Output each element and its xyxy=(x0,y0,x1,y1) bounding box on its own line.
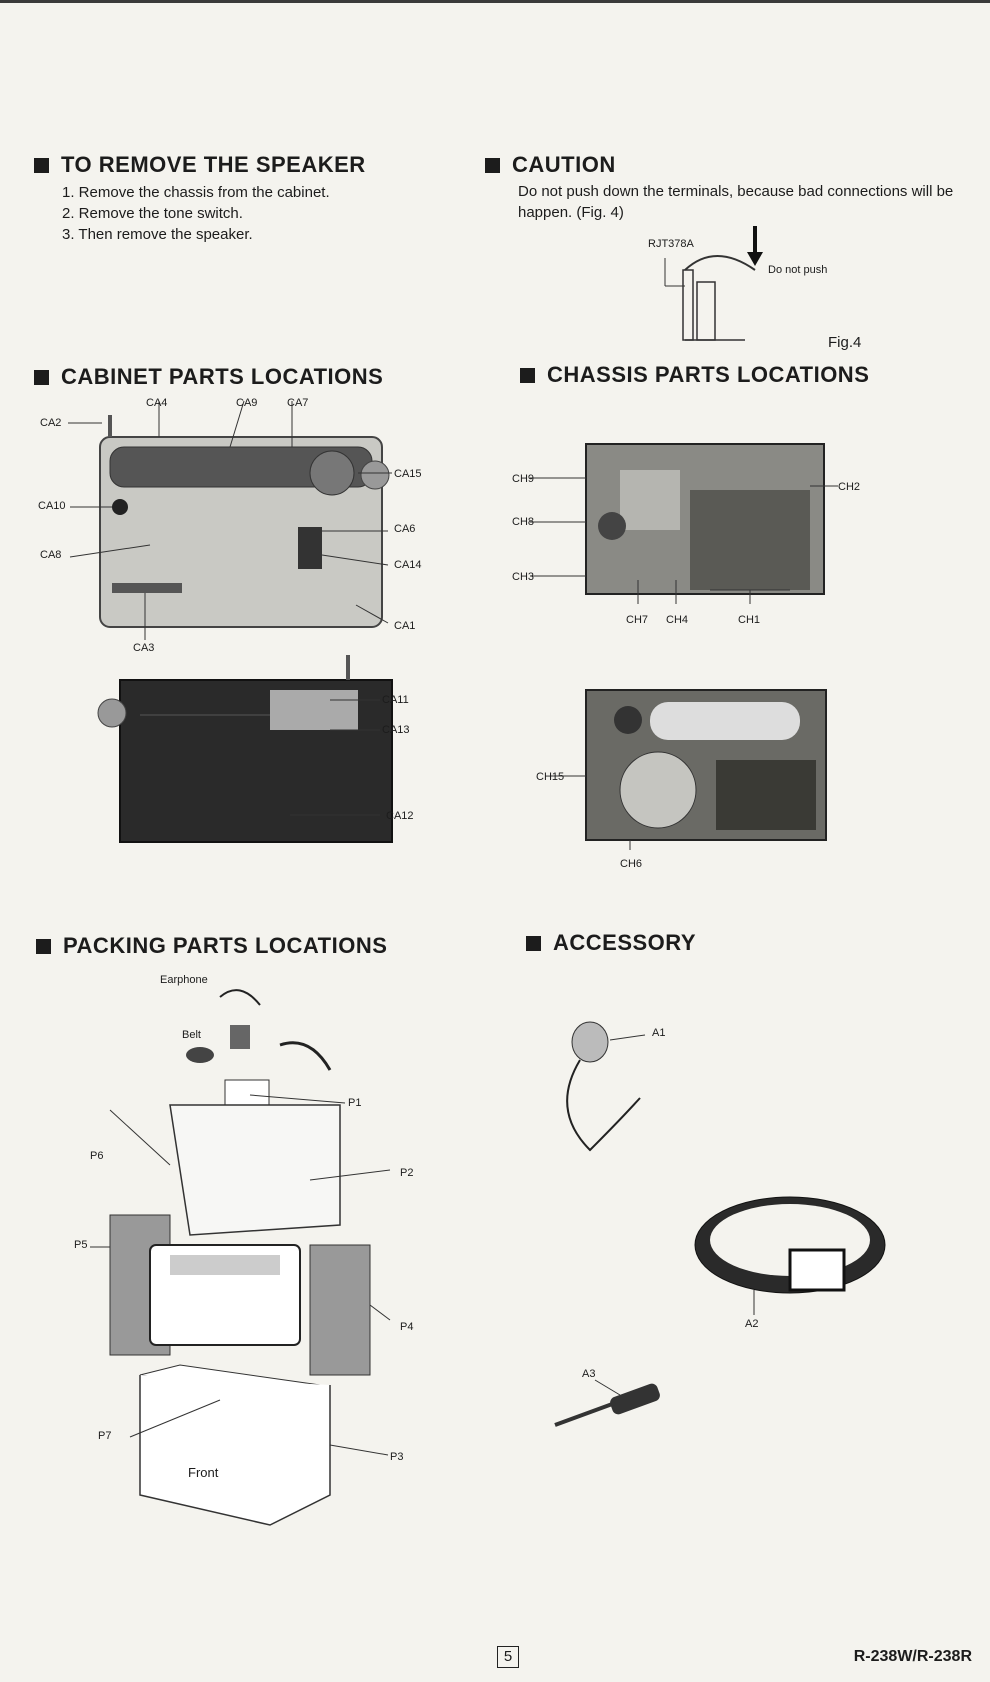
packing-diagram xyxy=(90,989,391,1526)
label-ch2: CH2 xyxy=(838,481,861,493)
cabinet-heading: CABINET PARTS LOCATIONS xyxy=(34,364,383,390)
speaker-steps: 1. Remove the chassis from the cabinet. … xyxy=(38,182,330,245)
label-earphone: Earphone xyxy=(160,974,208,986)
label-p5: P5 xyxy=(74,1239,88,1251)
accessory-heading-text: ACCESSORY xyxy=(553,930,697,955)
label-ca8: CA8 xyxy=(40,549,62,561)
label-ch7: CH7 xyxy=(626,614,649,626)
label-ca13: CA13 xyxy=(382,724,410,736)
label-ca3: CA3 xyxy=(133,642,155,654)
label-ch4: CH4 xyxy=(666,614,689,626)
packing-heading: PACKING PARTS LOCATIONS xyxy=(36,933,387,959)
cabinet-diagram xyxy=(68,400,393,843)
page-top-rule xyxy=(0,0,990,3)
label-ch9: CH9 xyxy=(512,473,535,485)
packing-heading-text: PACKING PARTS LOCATIONS xyxy=(63,933,388,958)
label-a1: A1 xyxy=(652,1027,666,1039)
label-p4: P4 xyxy=(400,1321,414,1333)
chassis-diagram xyxy=(530,443,838,850)
heading-bullet xyxy=(36,938,51,954)
label-p7: P7 xyxy=(98,1430,112,1442)
model-number: R-238W/R-238R xyxy=(853,1648,972,1665)
label-ch8: CH8 xyxy=(512,516,535,528)
heading-bullet xyxy=(526,935,541,951)
heading-bullet xyxy=(485,157,500,173)
label-ca12: CA12 xyxy=(386,810,414,822)
label-ch1: CH1 xyxy=(738,614,761,626)
caution-heading: CAUTION xyxy=(485,152,616,178)
heading-bullet xyxy=(34,369,49,385)
accessory-diagram xyxy=(554,1021,886,1427)
speaker-heading: TO REMOVE THE SPEAKER xyxy=(34,152,366,178)
caution-note-label: Do not push xyxy=(768,264,828,276)
fig4-terminal-diagram xyxy=(664,226,763,341)
label-ch6: CH6 xyxy=(620,858,643,870)
heading-bullet xyxy=(34,157,49,173)
label-a2: A2 xyxy=(745,1318,759,1330)
speaker-heading-text: TO REMOVE THE SPEAKER xyxy=(61,152,366,177)
label-ca4: CA4 xyxy=(146,397,168,409)
chassis-heading: CHASSIS PARTS LOCATIONS xyxy=(520,362,869,388)
speaker-step: 2. Remove the tone switch. xyxy=(62,205,243,222)
label-ca10: CA10 xyxy=(38,500,66,512)
label-ca1: CA1 xyxy=(394,620,416,632)
accessory-heading: ACCESSORY xyxy=(526,930,696,956)
speaker-step: 1. Remove the chassis from the cabinet. xyxy=(62,184,330,201)
caution-part-label: RJT378A xyxy=(648,238,694,250)
label-ch3: CH3 xyxy=(512,571,535,583)
label-ca2: CA2 xyxy=(40,417,62,429)
label-front: Front xyxy=(188,1465,219,1480)
label-ca11: CA11 xyxy=(382,694,409,706)
label-ca7: CA7 xyxy=(287,397,309,409)
heading-bullet xyxy=(520,367,535,383)
label-p6: P6 xyxy=(90,1150,104,1162)
label-a3: A3 xyxy=(582,1368,596,1380)
label-ch15: CH15 xyxy=(536,771,565,783)
label-p1: P1 xyxy=(348,1097,362,1109)
fig4-caption: Fig.4 xyxy=(828,334,862,351)
label-p3: P3 xyxy=(390,1451,404,1463)
chassis-heading-text: CHASSIS PARTS LOCATIONS xyxy=(547,362,870,387)
speaker-step: 3. Then remove the speaker. xyxy=(62,226,253,243)
label-ca6: CA6 xyxy=(394,523,416,535)
label-ca14: CA14 xyxy=(394,559,422,571)
cabinet-heading-text: CABINET PARTS LOCATIONS xyxy=(61,364,384,389)
label-belt: Belt xyxy=(182,1029,201,1041)
page-number: 5 xyxy=(497,1646,519,1668)
caution-text: Do not push down the terminals, because … xyxy=(518,183,954,221)
caution-heading-text: CAUTION xyxy=(512,152,616,177)
label-ca15: CA15 xyxy=(394,468,422,480)
label-ca9: CA9 xyxy=(236,397,258,409)
label-p2: P2 xyxy=(400,1167,414,1179)
